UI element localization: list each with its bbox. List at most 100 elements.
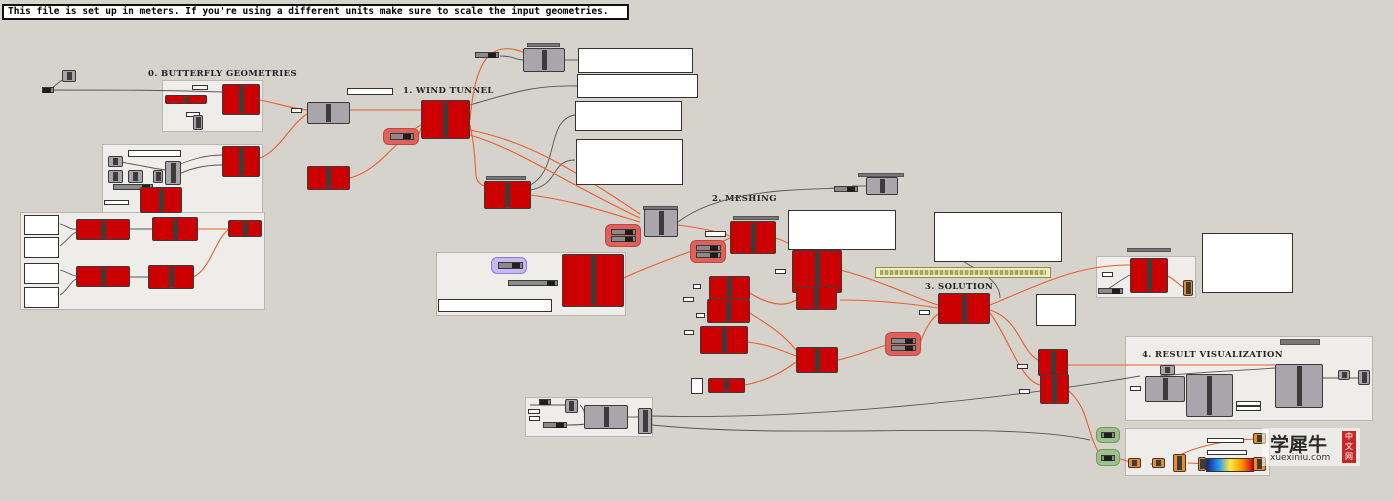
solution-input-component[interactable] [708,378,745,393]
result-toggle-2[interactable] [1101,455,1115,461]
solution-param-component[interactable] [584,405,628,429]
result-toggle-1[interactable] [1101,432,1115,438]
geometry-input-small-5[interactable] [153,170,163,183]
result-output-component[interactable] [1358,370,1370,385]
mesh-param-component-3[interactable] [700,326,748,354]
butterfly-geometry-component-3[interactable] [140,187,182,213]
small-input-22[interactable] [1207,438,1244,443]
residual-panel[interactable] [1036,294,1076,326]
small-input-17[interactable] [1130,386,1141,391]
solution-toggle-halo[interactable] [885,332,921,356]
small-input-20[interactable] [528,409,540,414]
geometry-input-small-4[interactable] [165,161,181,185]
solution-sample-component[interactable] [1040,374,1069,404]
geometry-input-small-1[interactable] [108,156,123,167]
solution-monitor-component[interactable] [1130,258,1168,293]
geometry-panel-2[interactable] [24,237,59,258]
legend-component-2[interactable] [1152,458,1165,468]
monitor-slider[interactable] [1098,288,1123,294]
result-output-orange[interactable] [1183,280,1193,296]
geometry-component-b[interactable] [152,217,198,241]
solution-param-slider-1[interactable] [539,399,551,405]
solution-probe-component[interactable] [1038,349,1068,376]
legend-component-6[interactable] [1198,457,1206,471]
wind-tunnel-params-component[interactable] [307,166,350,190]
small-input-12[interactable] [691,378,703,394]
small-input-13[interactable] [919,310,930,315]
small-input-4[interactable] [128,150,181,157]
small-input-18[interactable] [1236,401,1261,406]
run-toggle-2a[interactable] [611,229,636,235]
legend-component-3[interactable] [1173,454,1186,472]
small-input-10[interactable] [696,313,705,318]
geometry-component-d[interactable] [76,266,130,287]
result-component-3[interactable] [1275,364,1323,408]
block-mesh-component[interactable] [730,221,776,254]
geometry-panel-1[interactable] [24,215,59,235]
legend-gradient-preview[interactable] [1206,458,1254,472]
run-toggle-1[interactable] [390,133,414,140]
run-toggle-2b[interactable] [611,236,636,242]
result-component-2[interactable] [1186,374,1233,417]
meshing-output-panel[interactable] [788,210,896,250]
run-toggle-4b[interactable] [891,345,916,351]
top-slider[interactable] [475,52,499,58]
small-input-7[interactable] [775,269,786,274]
small-input-5[interactable] [104,200,129,205]
geometry-input-small-2[interactable] [108,170,123,183]
small-input-16[interactable] [1102,272,1113,277]
butterfly-point-component[interactable] [62,70,76,82]
mesh-refine-component[interactable] [796,286,837,310]
output-panel-4[interactable] [576,139,683,185]
solution-output-panel[interactable] [934,212,1062,262]
butterfly-geometry-input-1[interactable] [165,95,207,104]
small-input-21[interactable] [529,416,540,421]
small-input-6[interactable] [705,231,726,237]
mesh-top-component[interactable] [866,177,898,195]
mesh-level-slider[interactable] [498,262,523,269]
output-panel-2[interactable] [577,74,698,98]
result-output-small[interactable] [1338,370,1350,380]
run-toggle-4a[interactable] [891,338,916,344]
small-input-11[interactable] [684,330,694,335]
monitor-output-panel[interactable] [1202,233,1293,293]
small-input-9[interactable] [683,297,694,302]
solution-param-input[interactable] [565,399,578,413]
top-output-component[interactable] [523,48,565,72]
mesh-param-component-2[interactable] [707,299,750,323]
run-toggle-3b[interactable] [696,252,721,258]
solution-param-slider-2[interactable] [543,422,567,428]
geometry-component-a[interactable] [76,219,130,240]
small-input-23[interactable] [1207,450,1247,455]
geometry-component-e[interactable] [148,265,194,289]
legend-component-1[interactable] [1128,458,1141,468]
snappy-hex-component[interactable] [792,250,842,293]
geometry-panel-4[interactable] [24,287,59,308]
small-input-8[interactable] [693,284,701,289]
mesh-settings-panel[interactable] [438,299,552,312]
mesh-settings-component[interactable] [562,254,624,307]
mesh-param-slider[interactable] [508,280,558,286]
run-toggle-3a[interactable] [696,245,721,251]
wind-tunnel-output-component[interactable] [484,181,531,209]
small-input-1[interactable] [192,85,208,90]
small-input-15[interactable] [1019,389,1030,394]
result-input-component[interactable] [1160,365,1175,375]
mesh-top-slider[interactable] [834,186,858,192]
butterfly-geometry-component[interactable] [222,84,260,115]
geom-slider-1[interactable] [42,87,54,93]
wind-tunnel-geometry-component[interactable] [307,102,350,124]
butterfly-input-small[interactable] [193,115,203,130]
output-panel-3[interactable] [575,101,682,131]
result-component-1[interactable] [1145,376,1185,402]
small-input-3[interactable] [291,108,302,113]
butterfly-geometry-component-2[interactable] [222,146,260,177]
geometry-panel-3[interactable] [24,263,59,284]
solution-param-merge[interactable] [638,408,652,434]
solution-component[interactable] [938,293,990,324]
output-panel-1[interactable] [578,48,693,73]
mesh-param-component-1[interactable] [709,276,750,300]
geometry-component-c[interactable] [228,220,262,237]
wind-tunnel-component[interactable] [421,100,470,139]
